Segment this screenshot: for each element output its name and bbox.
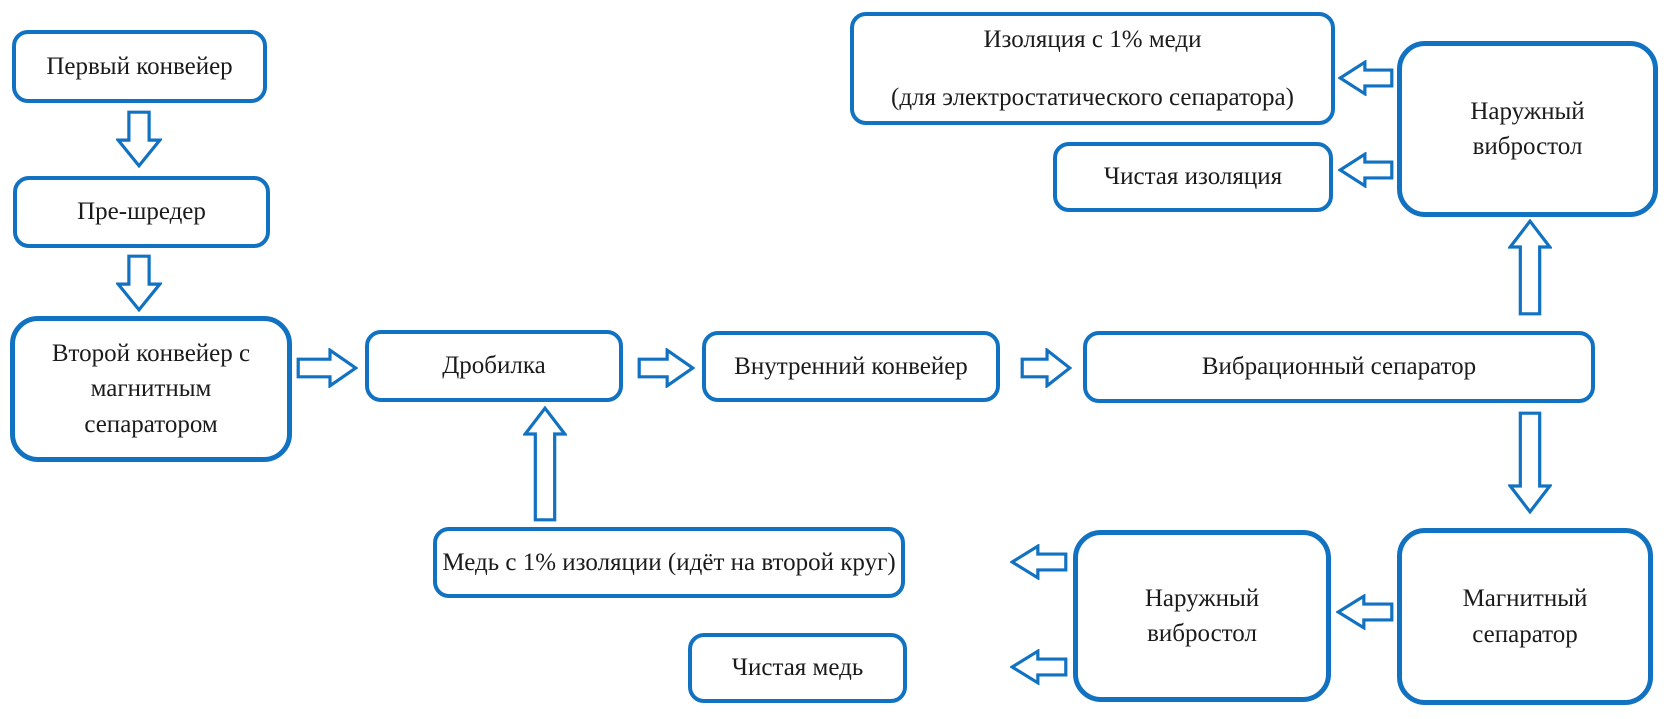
- node-naruzhnyj-vibrostol-top: Наружный вибростол: [1397, 41, 1658, 217]
- node-label: Наружный вибростол: [1144, 584, 1260, 648]
- node-label-line2: (для электростатического сепаратора): [891, 83, 1294, 111]
- node-label: Чистая медь: [731, 654, 864, 682]
- node-label-line1: Изоляция с 1% меди: [983, 26, 1202, 53]
- node-vtoroj-konvejer: Второй конвейер с магнитным сепаратором: [10, 316, 292, 462]
- node-magnitnyj-separator: Магнитный сепаратор: [1397, 528, 1653, 705]
- arrow-down-vibracionnyj-to-magnitnyj: [1508, 411, 1552, 514]
- node-label: Магнитный сепаратор: [1462, 585, 1588, 648]
- node-label: Наружный вибростол: [1470, 97, 1585, 161]
- arrow-left-vibrostol-bottom-to-chistaya-med: [1010, 649, 1068, 685]
- arrow-up-med-to-drobilka: [523, 406, 567, 522]
- arrow-down-pervyj-to-preshreder: [116, 110, 162, 168]
- node-label: Внутренний конвейер: [734, 352, 968, 380]
- arrow-left-vibrostol-bottom-to-med: [1010, 544, 1068, 580]
- node-label: Второй конвейер с магнитным сепаратором: [51, 339, 251, 438]
- node-vibracionnyj-separator: Вибрационный сепаратор: [1083, 331, 1595, 403]
- node-label: Чистая изоляция: [1103, 163, 1283, 191]
- arrow-right-vtoroj-to-drobilka: [296, 348, 358, 388]
- arrow-down-preshreder-to-vtoroj: [116, 254, 162, 312]
- node-chistaya-med: Чистая медь: [688, 633, 907, 703]
- node-pervyj-konvejer: Первый конвейер: [12, 30, 267, 103]
- node-label: Медь с 1% изоляции (идёт на второй круг): [442, 548, 896, 576]
- arrow-right-drobilka-to-vnutrennij: [637, 348, 695, 388]
- node-label: Дробилка: [442, 352, 546, 380]
- node-label: Вибрационный сепаратор: [1201, 353, 1477, 381]
- node-naruzhnyj-vibrostol-bottom: Наружный вибростол: [1073, 530, 1331, 702]
- node-izolyaciya-1-medi: Изоляция с 1% меди (для электростатическ…: [850, 12, 1335, 125]
- node-label: Первый конвейер: [46, 52, 233, 80]
- node-drobilka: Дробилка: [365, 330, 623, 402]
- node-pre-shreder: Пре-шредер: [13, 176, 270, 248]
- arrow-right-vnutrennij-to-vibracionnyj: [1020, 348, 1072, 388]
- arrow-left-vibrostol-top-to-izolyaciya: [1338, 60, 1394, 96]
- node-chistaya-izolyaciya: Чистая изоляция: [1053, 142, 1333, 212]
- node-med-1-izolyacii: Медь с 1% изоляции (идёт на второй круг): [433, 527, 905, 598]
- arrow-left-vibrostol-top-to-chistaya-izolyaciya: [1338, 152, 1394, 188]
- node-label: Пре-шредер: [77, 198, 206, 226]
- arrow-left-magnitnyj-to-vibrostol-bottom: [1336, 594, 1394, 630]
- node-vnutrennij-konvejer: Внутренний конвейер: [702, 331, 1000, 402]
- arrow-up-vibracionnyj-to-vibrostol-top: [1508, 219, 1552, 316]
